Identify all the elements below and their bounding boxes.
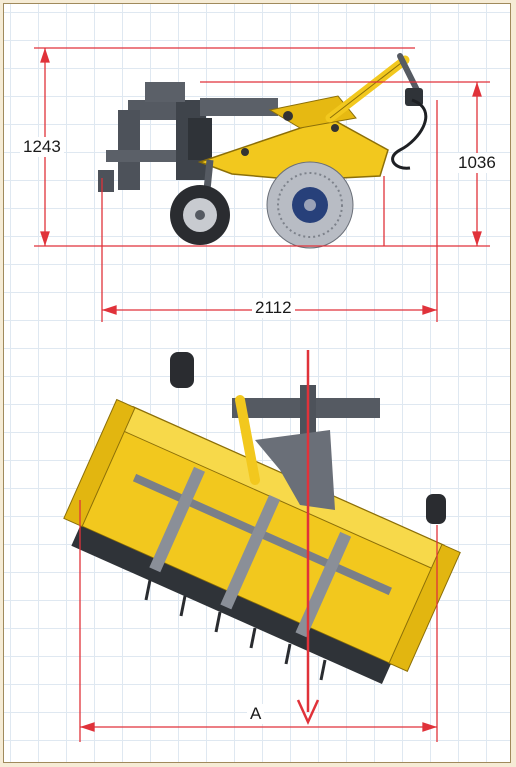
right-support-wheel (426, 494, 446, 524)
frame-strut (220, 494, 281, 610)
frame-strut (295, 531, 352, 638)
hitch-plate (255, 430, 335, 510)
mount-lower-bar (106, 150, 176, 162)
top-view-machine (63, 352, 461, 685)
top-view-dimensions (79, 500, 438, 742)
support-wheel-hub (195, 210, 205, 220)
brush-bristles (144, 579, 327, 681)
frame-strut (149, 466, 206, 573)
top-view-cylinder (235, 395, 260, 485)
dimension-label-1243: 1243 (20, 137, 64, 157)
direction-arrow (296, 350, 320, 726)
cylinder-bracket (397, 53, 421, 95)
side-view-machine (98, 53, 428, 249)
main-beam (200, 98, 278, 116)
left-support-wheel (170, 352, 194, 388)
hydraulic-hose (391, 98, 428, 170)
right-end-plate (388, 543, 461, 672)
left-end-plate (63, 398, 136, 528)
mount-upper-link (145, 82, 185, 102)
dimension-label-A: A (247, 704, 265, 724)
gear-box (188, 118, 212, 160)
diagram-frame (3, 3, 511, 763)
pivot-bolt (241, 148, 249, 156)
pivot-bolt (283, 111, 293, 121)
dimension-label-2112: 2112 (252, 298, 295, 318)
mount-foot (98, 170, 114, 192)
dimension-label-1036: 1036 (455, 153, 499, 173)
pivot-bolt (331, 124, 339, 132)
